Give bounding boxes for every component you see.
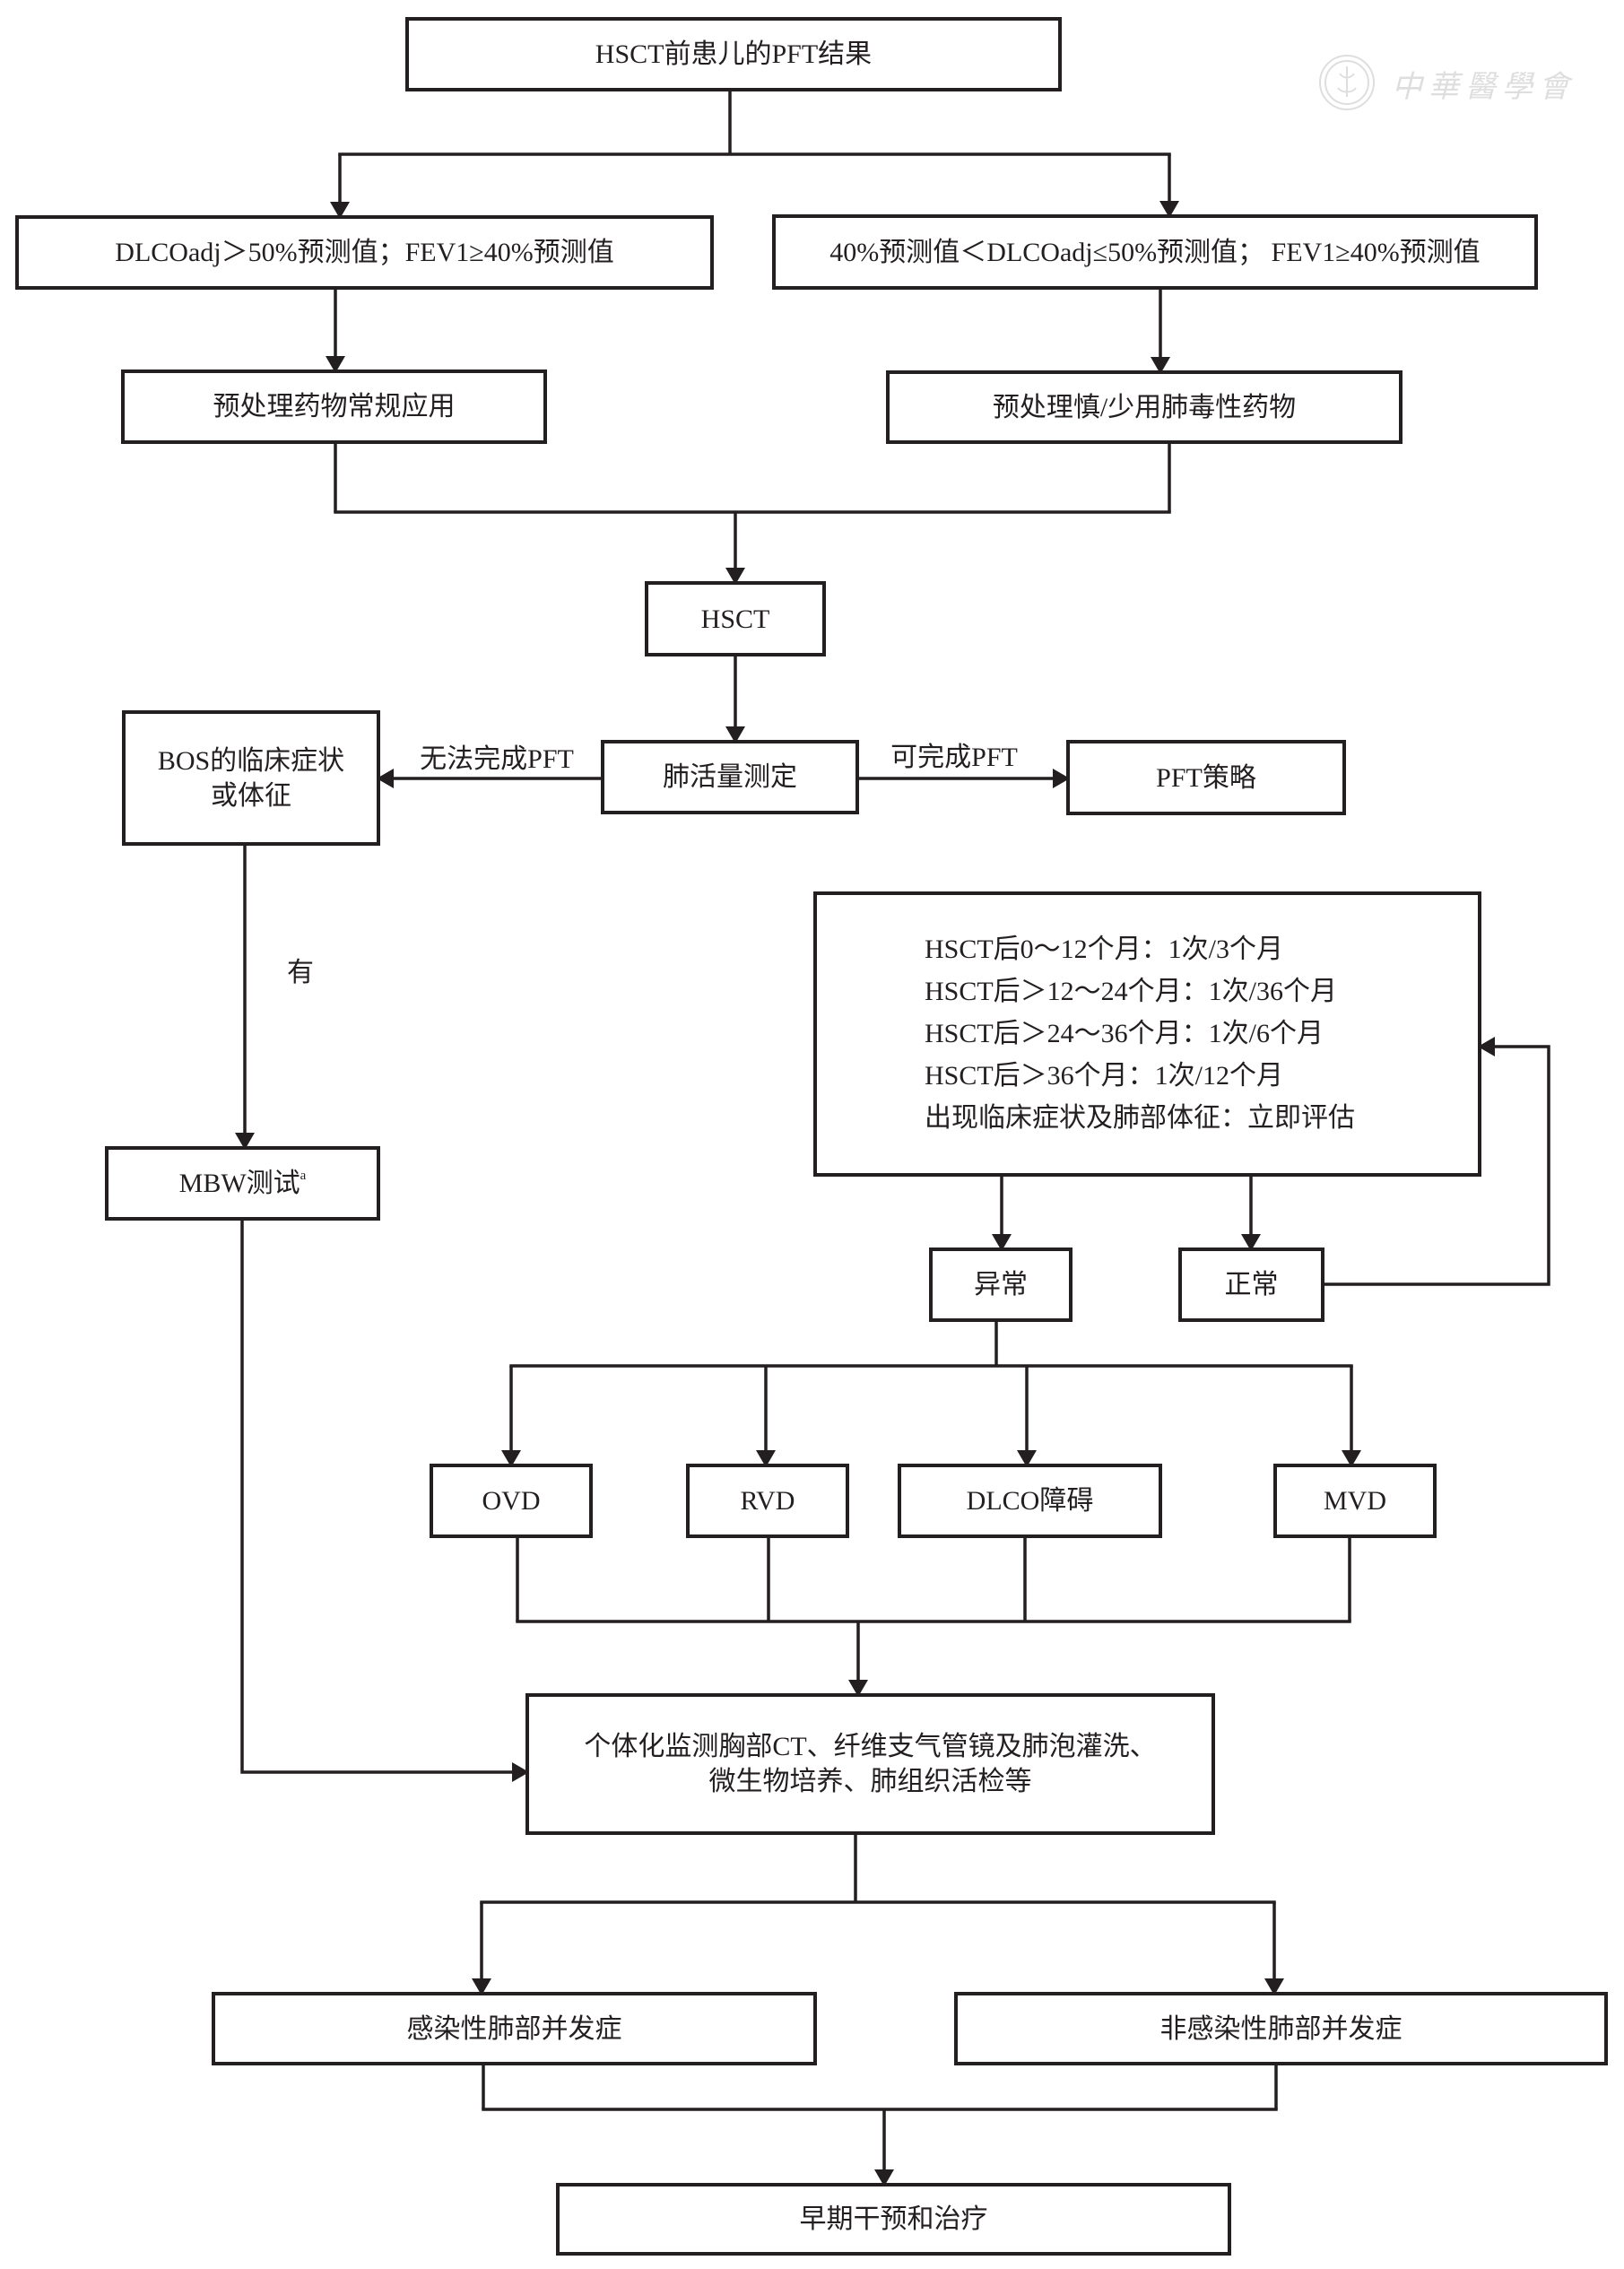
node-early-intervention: 早期干预和治疗 <box>556 2183 1231 2256</box>
node-label: DLCOadj＞50%预测值；FEV1≥40%预测值 <box>115 238 614 267</box>
watermark-text: 中華醫學會 <box>1392 69 1576 105</box>
node-label-line: BOS的临床症状 <box>157 745 345 776</box>
node-label-line: 或体征 <box>210 780 291 811</box>
node-label: RVD <box>740 1486 795 1516</box>
edge-label-cannot-complete-pft: 无法完成PFT <box>420 744 574 774</box>
node-ovd: OVD <box>430 1464 593 1538</box>
node-label: 早期干预和治疗 <box>799 2204 988 2234</box>
node-pft-schedule: HSCT后0～12个月：1次/3个月 HSCT后＞12～24个月：1次/36个月… <box>813 891 1481 1177</box>
node-label-line: 个体化监测胸部CT、纤维支气管镜及肺泡灌洗、 <box>584 1732 1157 1761</box>
schedule-line: HSCT后＞24～36个月：1次/6个月 <box>925 1019 1324 1048</box>
node-label: 40%预测值＜DLCOadj≤50%预测值； FEV1≥40%预测值 <box>829 237 1481 267</box>
schedule-line: HSCT后＞12～24个月：1次/36个月 <box>925 977 1338 1006</box>
node-label: MVD <box>1323 1486 1386 1516</box>
arrow-mbw-to-monitoring <box>240 1221 529 1782</box>
node-label: 预处理慎/少用肺毒性药物 <box>992 392 1297 422</box>
node-label: DLCO障碍 <box>966 1486 1094 1516</box>
node-label-line: 微生物培养、肺组织活检等 <box>708 1767 1032 1796</box>
node-infectious-complications: 感染性肺部并发症 <box>212 1992 817 2065</box>
schedule-line: 出现临床症状及肺部体征：立即评估 <box>925 1103 1355 1133</box>
edge-label-can-complete-pft: 可完成PFT <box>890 743 1018 772</box>
node-noninfectious-complications: 非感染性肺部并发症 <box>954 1992 1608 2065</box>
node-label: HSCT前患儿的PFT结果 <box>595 39 873 69</box>
node-conditioning-routine: 预处理药物常规应用 <box>121 369 547 444</box>
node-mbw-test: MBW测试a <box>105 1146 380 1221</box>
node-label: 预处理药物常规应用 <box>213 392 456 422</box>
schedule-line: HSCT后＞36个月：1次/12个月 <box>925 1061 1284 1091</box>
medical-association-seal-icon <box>1319 55 1375 110</box>
node-dlco-above-50: DLCOadj＞50%预测值；FEV1≥40%预测值 <box>15 215 714 290</box>
node-label: 感染性肺部并发症 <box>406 2013 622 2044</box>
node-rvd: RVD <box>686 1464 849 1538</box>
node-spirometry: 肺活量测定 <box>601 740 859 814</box>
node-abnormal: 异常 <box>929 1248 1073 1322</box>
node-label: 肺活量测定 <box>663 762 797 792</box>
node-label: 非感染性肺部并发症 <box>1159 2013 1403 2044</box>
edge-label-yes: 有 <box>287 958 314 987</box>
node-pft-strategy: PFT策略 <box>1066 740 1346 815</box>
node-label: PFT策略 <box>1156 762 1256 793</box>
node-dlco-impairment: DLCO障碍 <box>898 1464 1162 1538</box>
node-dlco-40-to-50: 40%预测值＜DLCOadj≤50%预测值； FEV1≥40%预测值 <box>772 214 1538 290</box>
node-pre-hsct-pft-results: HSCT前患儿的PFT结果 <box>405 17 1062 91</box>
node-label: OVD <box>482 1486 541 1516</box>
node-label: MBW测试 <box>178 1169 300 1198</box>
node-label: HSCT <box>700 604 770 634</box>
node-bos-symptoms: BOS的临床症状 或体征 <box>122 710 380 846</box>
node-mvd: MVD <box>1273 1464 1437 1538</box>
node-label: 异常 <box>974 1270 1028 1300</box>
node-normal: 正常 <box>1178 1248 1324 1322</box>
node-conditioning-caution: 预处理慎/少用肺毒性药物 <box>886 370 1403 444</box>
node-individualized-monitoring: 个体化监测胸部CT、纤维支气管镜及肺泡灌洗、 微生物培养、肺组织活检等 <box>525 1693 1215 1835</box>
arrow-normal-feedback-loop <box>1324 1037 1550 1286</box>
schedule-line: HSCT后0～12个月：1次/3个月 <box>925 935 1284 964</box>
node-hsct: HSCT <box>645 581 826 656</box>
footnote-marker: a <box>300 1169 307 1183</box>
node-label: 正常 <box>1224 1270 1279 1300</box>
